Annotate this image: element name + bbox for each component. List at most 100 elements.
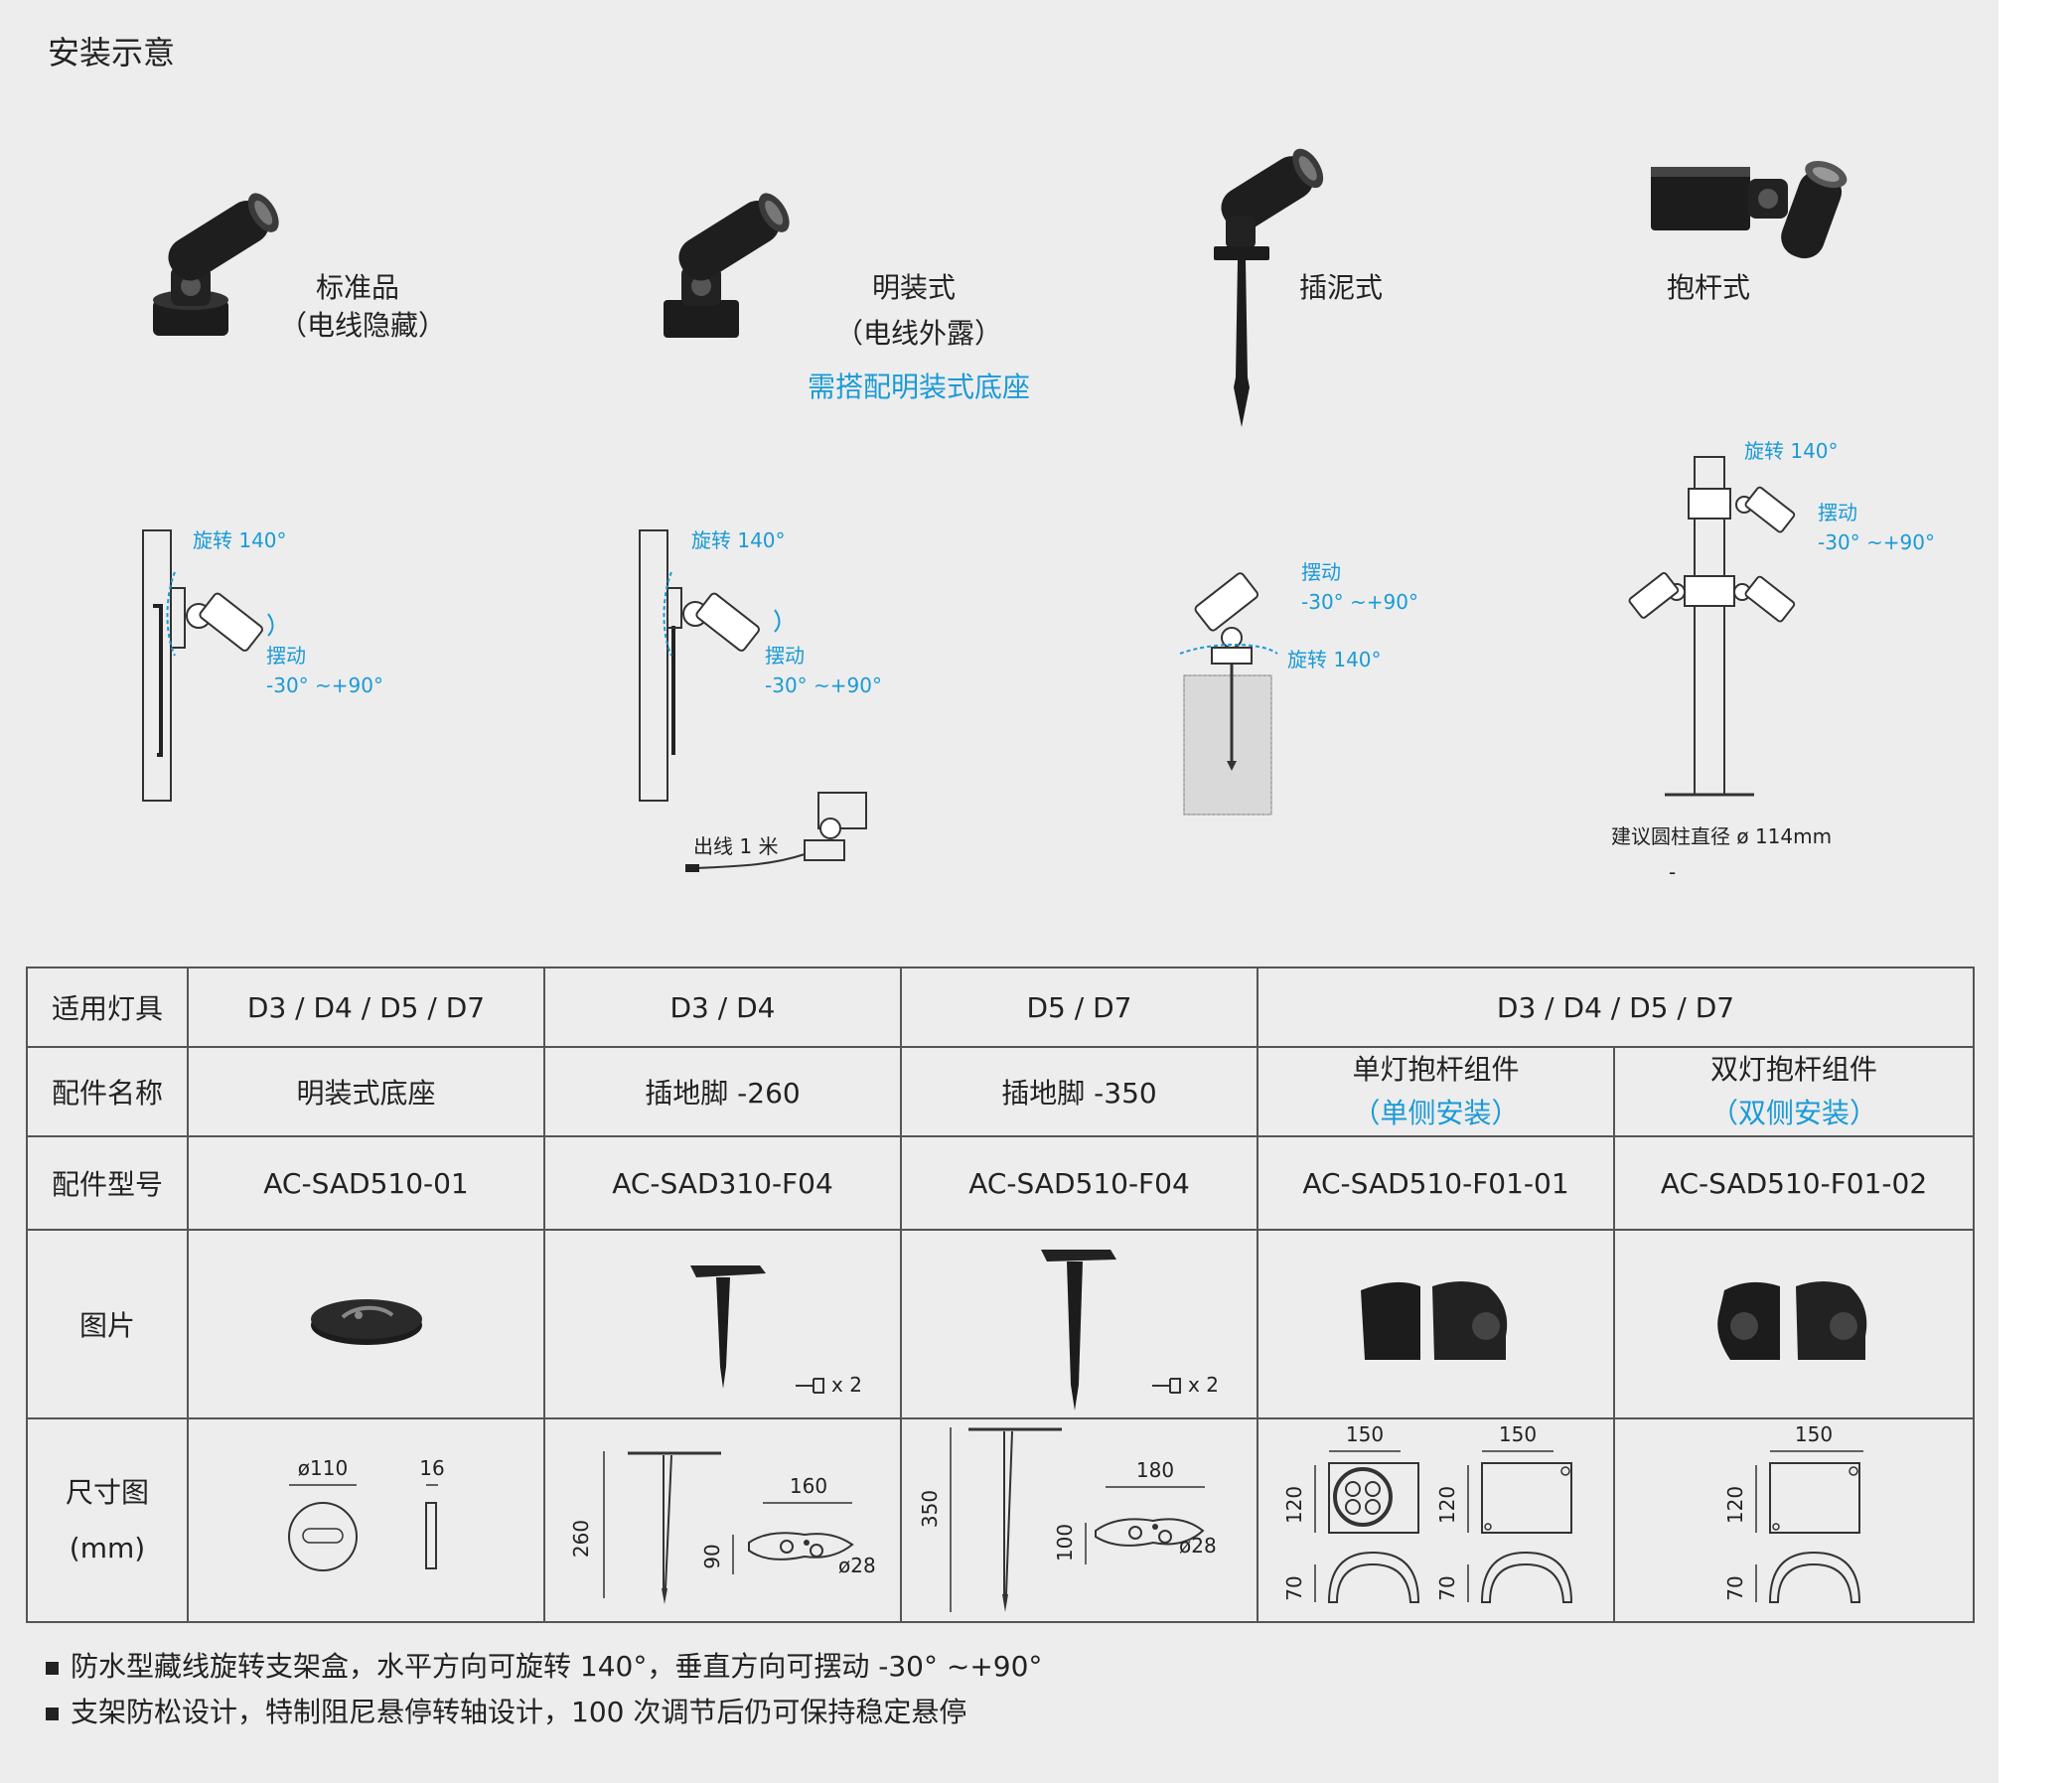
diagram-standard <box>142 529 274 802</box>
stake350-dim-drawing: 350 180 100 ø28 <box>918 1427 1217 1612</box>
screw-count-260: x 2 <box>831 1373 862 1397</box>
image-double-pole <box>1612 1229 1976 1419</box>
dim-350-w: 180 <box>1135 1458 1173 1482</box>
product-surface-note: 需搭配明装式底座 <box>807 371 1030 403</box>
single-pole-photo <box>1360 1280 1507 1360</box>
product-surface-image <box>664 193 790 338</box>
diagram4-swing-range: -30° ~+90° <box>1818 530 1935 554</box>
name-double-pole: 双灯抱杆组件 （双侧安装） <box>1612 1046 1976 1137</box>
base-photo <box>310 1298 422 1345</box>
row-names: 配件名称 明装式底座 插地脚 -260 插地脚 -350 单灯抱杆组件 （单侧安… <box>26 1046 1976 1137</box>
dim-260-hole: ø28 <box>838 1554 876 1577</box>
dim-single-h1: 120 <box>1282 1486 1306 1524</box>
dim-350-len: 350 <box>918 1490 942 1528</box>
model-stake350: AC-SAD510-F04 <box>900 1135 1258 1231</box>
fixtures-base: D3 / D4 / D5 / D7 <box>187 966 545 1048</box>
diagram2-rotate: 旋转 140° <box>691 528 786 552</box>
dim-260-len: 260 <box>569 1520 593 1558</box>
screw-count-350: x 2 <box>1188 1373 1219 1397</box>
diagram-surface <box>639 529 867 872</box>
screw-icon <box>1152 1378 1181 1394</box>
diagram1-swing: 摆动 <box>266 644 306 668</box>
stake260-dim-drawing: 260 160 90 ø28 <box>569 1451 876 1604</box>
dim-single-h4: 70 <box>1435 1575 1459 1600</box>
diagram4-rotate: 旋转 140° <box>1744 439 1839 463</box>
diagram4-dash: - <box>1669 860 1677 884</box>
double-pole-photo <box>1717 1280 1867 1360</box>
product-pole-image <box>1651 161 1848 259</box>
row-label-dimensions: 尺寸图 (mm) <box>26 1417 189 1623</box>
double-pole-dim-drawing: 150 120 70 <box>1723 1422 1863 1603</box>
product-stake-image <box>1214 148 1324 427</box>
row-label-fixtures: 适用灯具 <box>26 966 189 1048</box>
dim-260-h: 90 <box>700 1544 724 1568</box>
fixtures-pole: D3 / D4 / D5 / D7 <box>1256 966 1976 1048</box>
name-double-pole-sub: （双侧安装） <box>1710 1097 1878 1129</box>
row-images: 图片 x 2 <box>26 1229 1976 1419</box>
product-standard-sub: （电线隐藏） <box>278 309 446 342</box>
row-label-models: 配件型号 <box>26 1135 189 1231</box>
row-models: 配件型号 AC-SAD510-01 AC-SAD310-F04 AC-SAD51… <box>26 1135 1976 1231</box>
fixtures-stake350: D5 / D7 <box>900 966 1258 1048</box>
row-label-mm: (mm) <box>69 1531 146 1564</box>
name-stake350: 插地脚 -350 <box>900 1046 1258 1137</box>
stake260-photo <box>690 1265 766 1389</box>
diagram3-swing: 摆动 <box>1301 560 1341 584</box>
diagram1-swing-range: -30° ~+90° <box>266 673 383 697</box>
image-stake260: x 2 <box>543 1229 902 1419</box>
dim-double-h2: 70 <box>1723 1575 1747 1600</box>
product-standard-image <box>153 193 279 336</box>
name-single-pole-title: 单灯抱杆组件 <box>1352 1053 1520 1086</box>
diagram1-rotate: 旋转 140° <box>193 528 287 552</box>
diagram2-cable: 出线 1 米 <box>693 834 779 858</box>
row-dimensions: 尺寸图 (mm) ø110 16 260 160 <box>26 1417 1976 1623</box>
product-standard-name: 标准品 <box>315 271 399 304</box>
feature-note-1: 防水型藏线旋转支架盒，水平方向可旋转 140°，垂直方向可摆动 -30° ~+9… <box>46 1644 1042 1690</box>
image-base <box>187 1229 545 1419</box>
dim-single-h2: 120 <box>1435 1486 1459 1524</box>
model-stake260: AC-SAD310-F04 <box>543 1135 902 1231</box>
product-surface-sub: （电线外露） <box>834 317 1002 350</box>
dims-stake350: 350 180 100 ø28 <box>900 1417 1258 1623</box>
name-base: 明装式底座 <box>187 1046 545 1137</box>
page-title: 安装示意 <box>48 34 176 72</box>
single-pole-dim-drawing: 150 120 70 150 120 70 <box>1282 1422 1572 1603</box>
dim-base-dia: ø110 <box>297 1456 347 1480</box>
row-label-images: 图片 <box>26 1229 189 1419</box>
dim-double-h1: 120 <box>1723 1486 1747 1524</box>
accessory-spec-table: 适用灯具 D3 / D4 / D5 / D7 D3 / D4 D5 / D7 D… <box>26 966 1976 1623</box>
name-stake260: 插地脚 -260 <box>543 1046 902 1137</box>
dim-single-w1: 150 <box>1345 1422 1383 1446</box>
diagram-pole <box>1628 456 1796 797</box>
dim-350-hole: ø28 <box>1179 1534 1217 1558</box>
dim-double-w: 150 <box>1795 1422 1833 1446</box>
screw-icon <box>796 1378 824 1394</box>
product-surface-name: 明装式 <box>871 271 956 304</box>
dim-350-h: 100 <box>1053 1524 1077 1561</box>
image-single-pole <box>1257 1229 1615 1419</box>
dims-base: ø110 16 <box>187 1417 545 1623</box>
row-fixtures: 适用灯具 D3 / D4 / D5 / D7 D3 / D4 D5 / D7 D… <box>26 966 1976 1048</box>
product-pole-name: 抱杆式 <box>1666 271 1750 304</box>
diagram-stake <box>1179 572 1278 816</box>
name-double-pole-title: 双灯抱杆组件 <box>1710 1053 1878 1086</box>
diagram2-swing: 摆动 <box>765 644 805 668</box>
model-double-pole: AC-SAD510-F01-02 <box>1612 1135 1976 1231</box>
model-base: AC-SAD510-01 <box>187 1135 545 1231</box>
dim-260-w: 160 <box>789 1474 826 1498</box>
dim-single-h3: 70 <box>1282 1575 1306 1600</box>
dims-single-pole: 150 120 70 150 120 70 <box>1257 1417 1615 1623</box>
dims-double-pole: 150 120 70 <box>1612 1417 1976 1623</box>
dims-stake260: 260 160 90 ø28 <box>543 1417 902 1623</box>
diagram3-swing-range: -30° ~+90° <box>1301 590 1418 614</box>
base-dim-drawing: ø110 16 <box>287 1456 444 1571</box>
diagram3-rotate: 旋转 140° <box>1287 648 1382 671</box>
fixtures-stake260: D3 / D4 <box>543 966 902 1048</box>
diagram2-swing-range: -30° ~+90° <box>765 673 882 697</box>
name-single-pole-sub: （单侧安装） <box>1352 1097 1520 1129</box>
feature-note-2: 支架防松设计，特制阻尼悬停转轴设计，100 次调节后仍可保持稳定悬停 <box>46 1690 1042 1735</box>
dim-single-w2: 150 <box>1498 1422 1536 1446</box>
image-stake350: x 2 <box>900 1229 1258 1419</box>
row-label-names: 配件名称 <box>26 1046 189 1137</box>
stake350-photo <box>1041 1250 1116 1411</box>
